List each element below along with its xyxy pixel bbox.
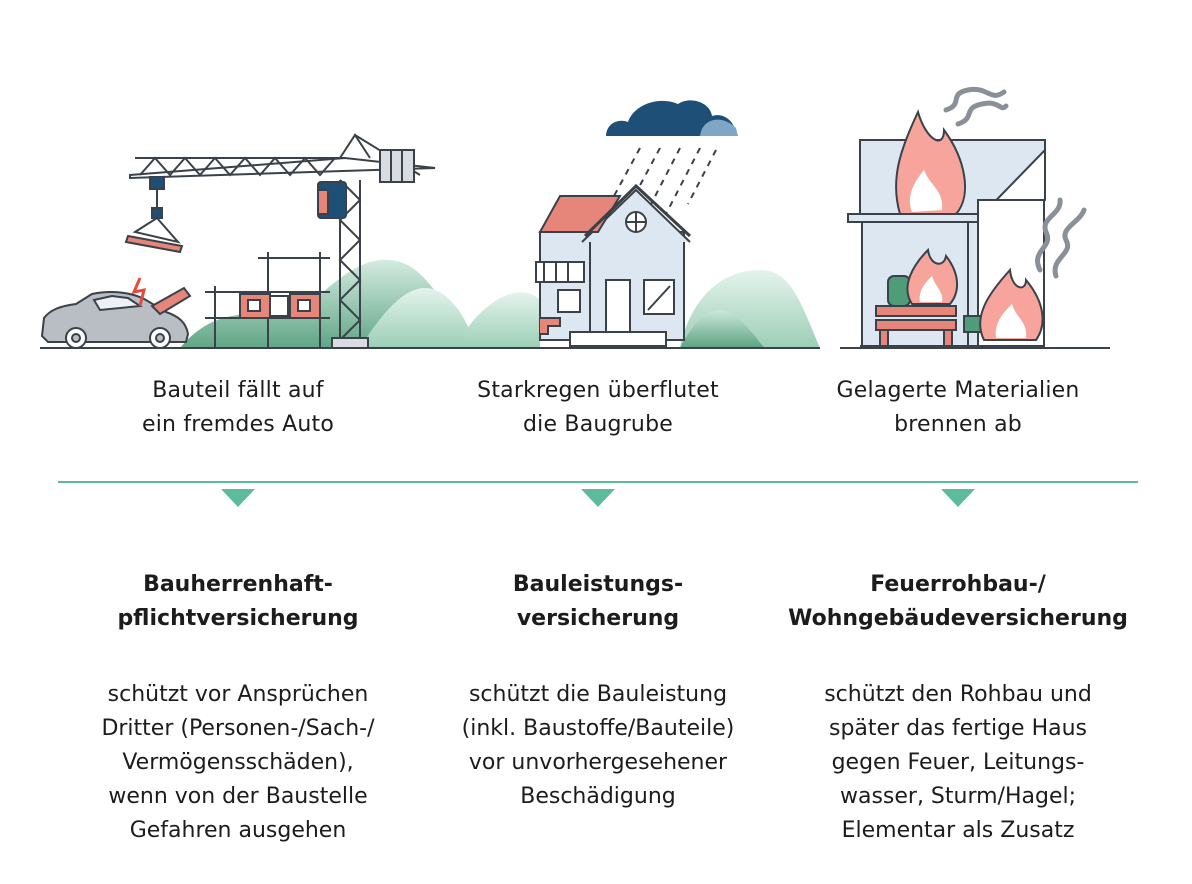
construction-scene	[40, 133, 480, 349]
insurance-title: Bauleistungs- versicherung	[408, 568, 788, 636]
description-line: (inkl. Baustoffe/Bauteile)	[461, 716, 735, 741]
description-line: Beschädigung	[520, 784, 676, 809]
hill-shape	[455, 270, 820, 348]
caption-line: brennen ab	[894, 412, 1022, 437]
divider-line	[58, 481, 1138, 483]
title-line: versicherung	[516, 606, 680, 631]
arrow-down-icon	[221, 489, 255, 507]
house-icon	[535, 183, 692, 347]
description-line: später das fertige Haus	[829, 716, 1087, 741]
insurance-description: schützt die Bauleistung (inkl. Baustoffe…	[408, 678, 788, 814]
flood-scene	[455, 100, 820, 349]
arrow-down-icon	[941, 489, 975, 507]
description-line: schützt vor Ansprüchen	[107, 682, 369, 707]
caption-line: Gelagerte Materialien	[836, 378, 1080, 403]
rain-cloud-icon	[606, 100, 738, 215]
insurance-title: Bauherrenhaft- pflichtversicherung	[48, 568, 428, 636]
scenario-illustrations	[40, 86, 1110, 349]
scenario-caption: Starkregen überflutet die Baugrube	[408, 374, 788, 442]
description-line: Dritter (Personen-/Sach-/	[101, 716, 375, 741]
scenario-caption: Bauteil fällt auf ein fremdes Auto	[48, 374, 428, 442]
flame-icon	[895, 109, 1044, 341]
description-line: wenn von der Baustelle	[108, 784, 368, 809]
description-line: Vermögensschäden),	[122, 750, 354, 775]
car-icon	[40, 277, 192, 349]
description-line: gegen Feuer, Leitungs-	[831, 750, 1085, 775]
title-line: pflichtversicherung	[117, 606, 359, 631]
description-line: schützt die Bauleistung	[468, 682, 728, 707]
description-line: Elementar als Zusatz	[841, 818, 1075, 843]
description-line: wasser, Sturm/Hagel;	[839, 784, 1077, 809]
description-line: vor unvorhergesehener	[468, 750, 728, 775]
title-line: Bauleistungs-	[512, 572, 684, 597]
fire-scene	[840, 86, 1110, 349]
smoke-icon	[943, 86, 1087, 279]
insurance-description: schützt vor Ansprüchen Dritter (Personen…	[48, 678, 428, 848]
scaffold-icon	[205, 252, 330, 348]
title-line: Bauherrenhaft-	[143, 572, 333, 597]
caption-line: Starkregen überflutet	[477, 378, 719, 403]
description-line: schützt den Rohbau und	[824, 682, 1092, 707]
description-line: Gefahren ausgehen	[129, 818, 347, 843]
title-line: Wohngebäudeversicherung	[788, 606, 1128, 631]
insurance-title: Feuerrohbau-/ Wohngebäudeversicherung	[768, 568, 1148, 636]
insurance-description: schützt den Rohbau und später das fertig…	[768, 678, 1148, 848]
title-line: Feuerrohbau-/	[870, 572, 1046, 597]
hill-shape	[180, 259, 480, 348]
caption-line: die Baugrube	[523, 412, 673, 437]
caption-line: Bauteil fällt auf	[152, 378, 324, 403]
caption-line: ein fremdes Auto	[141, 412, 335, 437]
arrow-down-icon	[581, 489, 615, 507]
crane-icon	[124, 133, 436, 349]
scenario-caption: Gelagerte Materialien brennen ab	[768, 374, 1148, 442]
